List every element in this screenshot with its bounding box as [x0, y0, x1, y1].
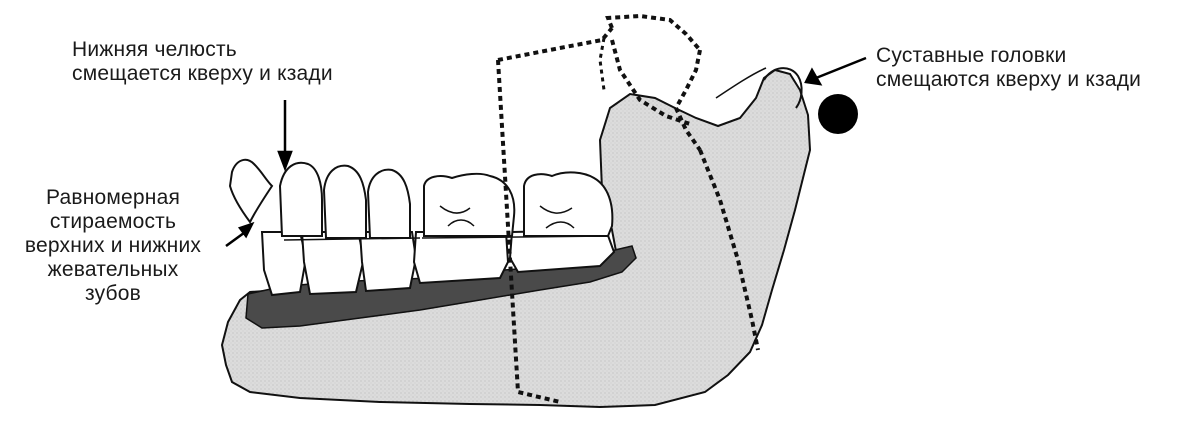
condyle-shift-line-2: смещаются кверху и кзади	[876, 68, 1141, 92]
upper-teeth	[230, 160, 612, 238]
even-wear-label: Равномерная стираемость верхних и нижних…	[8, 186, 218, 306]
condyle-arrow	[816, 58, 866, 78]
jaw-shift-label: Нижняя челюсть смещается кверху и кзади	[72, 38, 333, 86]
condyle-shift-line-1: Суставные головки	[876, 44, 1141, 68]
displaced-inner-lines	[600, 38, 604, 90]
even-wear-line-1: Равномерная	[8, 186, 218, 210]
jaw-shift-line-1: Нижняя челюсть	[72, 38, 333, 62]
condyle-position-marker	[818, 94, 858, 134]
even-wear-line-2: стираемость	[8, 210, 218, 234]
jaw-shift-line-2: смещается кверху и кзади	[72, 62, 333, 86]
even-wear-line-4: жевательных	[8, 258, 218, 282]
condyle-shift-label: Суставные головки смещаются кверху и кза…	[876, 44, 1141, 92]
jaw-shift-arrowhead	[279, 152, 291, 168]
even-wear-line-5: зубов	[8, 282, 218, 306]
even-wear-line-3: верхних и нижних	[8, 234, 218, 258]
